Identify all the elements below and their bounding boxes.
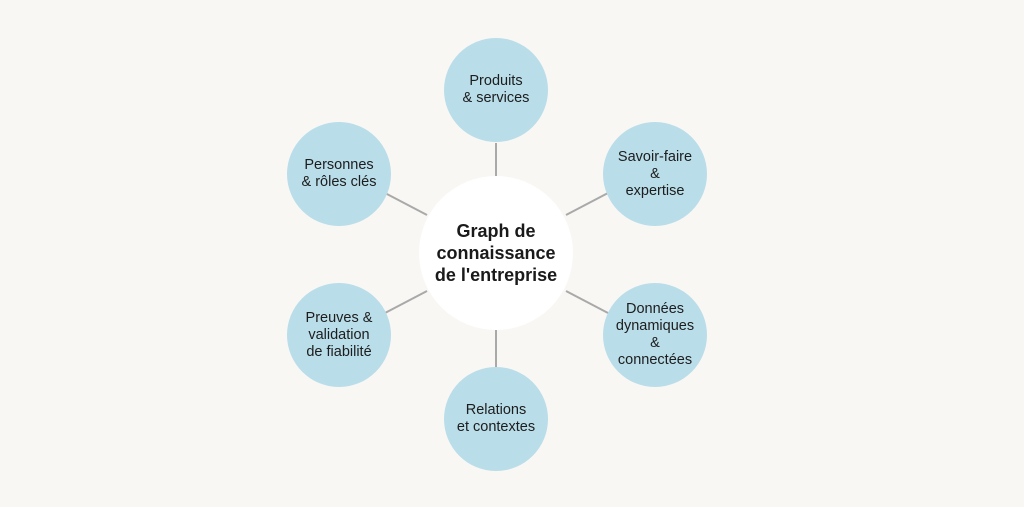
node-produits-services: Produits & services [444, 38, 548, 142]
node-label: Relations et contextes [456, 402, 536, 435]
node-label: Données dynamiques & connectées [615, 301, 695, 368]
node-label: Savoir-faire & expertise [617, 148, 693, 199]
connector-preuves [384, 290, 428, 314]
center-node: Graph de connaissance de l'entreprise [419, 176, 573, 330]
connector-personnes [384, 192, 428, 216]
node-label: Preuves & validation de fiabilité [305, 309, 373, 360]
node-savoir-faire-expertise: Savoir-faire & expertise [603, 122, 707, 226]
node-label: Produits & services [462, 73, 530, 106]
connector-donnees [565, 290, 609, 314]
connector-savoir-faire [565, 192, 609, 216]
node-relations-contextes: Relations et contextes [444, 367, 548, 471]
node-personnes-roles: Personnes & rôles clés [287, 122, 391, 226]
node-preuves-validation: Preuves & validation de fiabilité [287, 283, 391, 387]
center-node-label: Graph de connaissance de l'entreprise [434, 221, 558, 285]
node-donnees-dynamiques: Données dynamiques & connectées [603, 283, 707, 387]
node-label: Personnes & rôles clés [301, 157, 377, 190]
